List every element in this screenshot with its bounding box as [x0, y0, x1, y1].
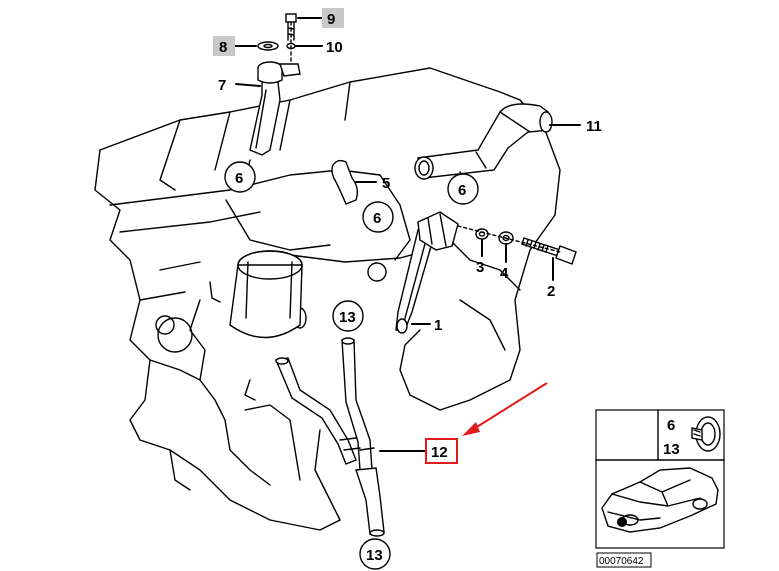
part-12-hoses-drawing: [275, 337, 385, 537]
part-11-hose-drawing: [414, 103, 553, 180]
inset-panel: 6 13 00070642: [595, 409, 725, 568]
inset-label-13: 13: [663, 441, 680, 458]
part-7-tube-drawing: [249, 13, 301, 156]
callout-9-shade: [322, 8, 344, 28]
callout-12: 12: [431, 444, 448, 461]
inset-label-6: 6: [667, 417, 675, 434]
circle-ref-6-left: 6: [235, 170, 243, 187]
circle-ref-6-right: 6: [458, 182, 466, 199]
part-1-tube-drawing: [395, 211, 459, 334]
circle-ref-13-bottom: 13: [366, 547, 383, 564]
callout-5: 5: [382, 175, 390, 192]
inset-doc-id: 00070642: [599, 556, 644, 567]
callout-3: 3: [476, 259, 484, 276]
callout-8-shade: [213, 36, 235, 56]
oil-filter-housing-drawing: [229, 250, 303, 339]
circled-references: 6 6 6 13 13: [224, 161, 479, 570]
engine-location-dot: [617, 517, 627, 527]
car-icon: [601, 467, 719, 533]
fastener-drawing: [457, 225, 577, 265]
callout-11: 11: [586, 118, 602, 135]
hose-clamp-icon: [691, 416, 721, 452]
callout-2: 2: [547, 283, 555, 300]
callout-9: 9: [327, 11, 335, 28]
callout-12-highlight-box: [425, 438, 458, 464]
engine-block-drawing: [94, 67, 561, 531]
highlight-arrow: [462, 382, 548, 436]
callout-8: 8: [219, 39, 227, 56]
callout-1: 1: [434, 317, 442, 334]
callout-4: 4: [500, 265, 509, 282]
callout-10: 10: [326, 39, 343, 56]
callout-labels: 9 8 10 7 5 11 1 3 4 2 12: [213, 8, 602, 464]
circle-ref-6-middle: 6: [373, 210, 381, 227]
leader-lines: [234, 17, 581, 452]
circle-ref-13-top: 13: [339, 309, 356, 326]
part-5-hose-drawing: [331, 159, 359, 205]
callout-7: 7: [218, 77, 226, 94]
